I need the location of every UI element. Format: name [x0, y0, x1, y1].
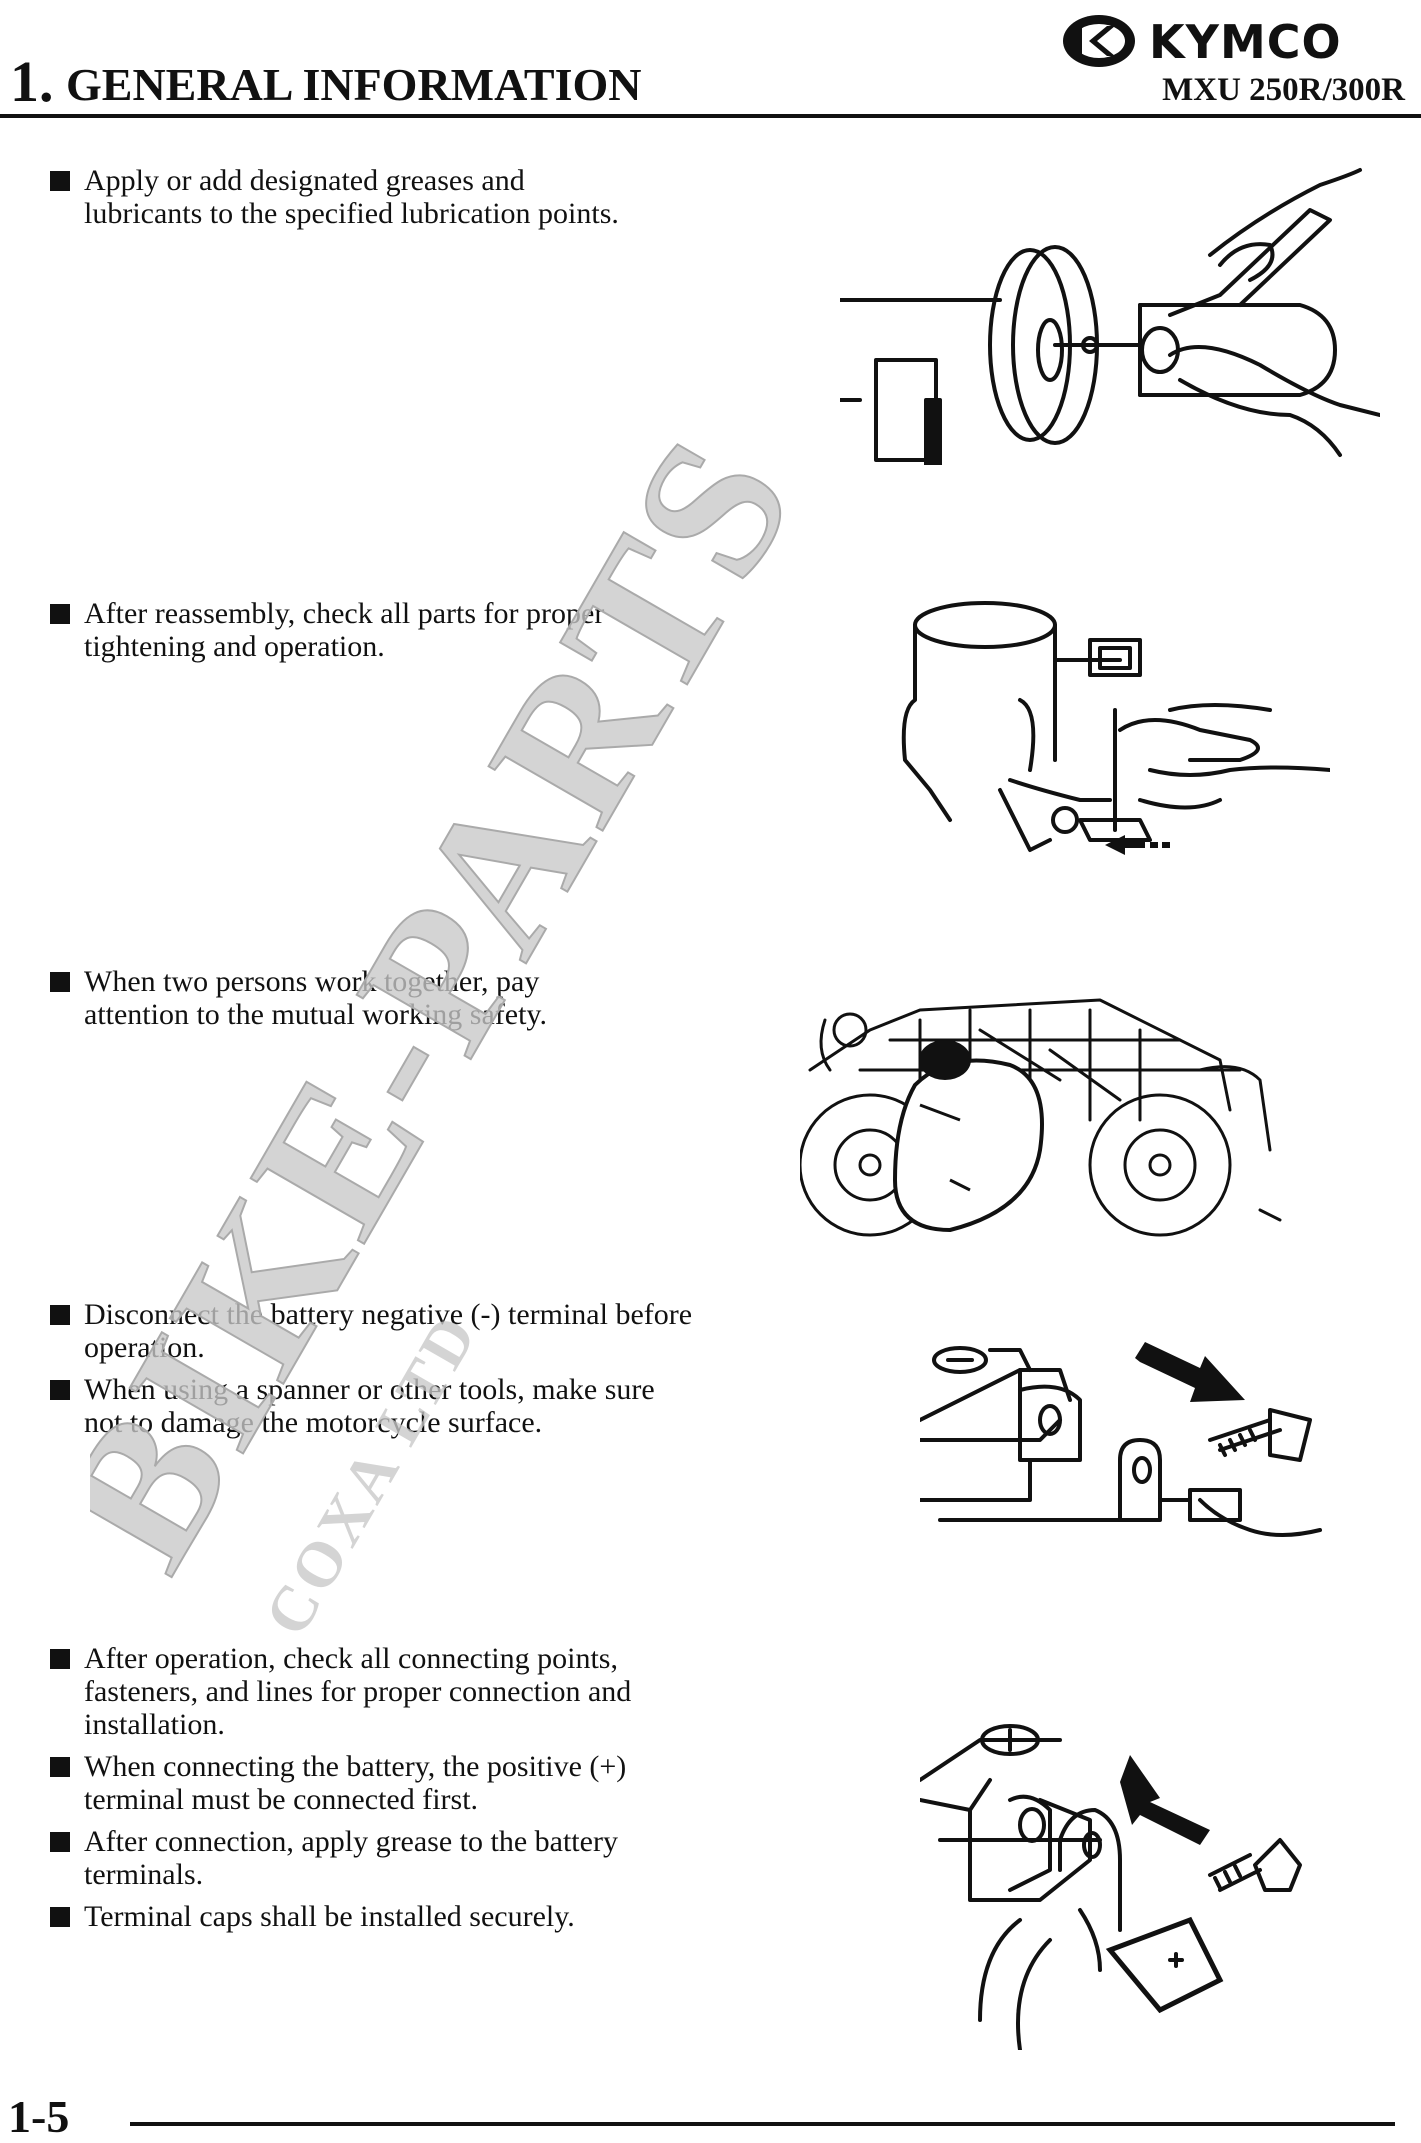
- header-rule: [0, 114, 1421, 118]
- list-item-text: After operation, check all connecting po…: [84, 1642, 632, 1741]
- square-bullet-icon: [50, 1757, 70, 1777]
- list-item-text: When two persons work together, pay atte…: [84, 965, 547, 1031]
- list-item-text: When using a spanner or other tools, mak…: [84, 1373, 655, 1439]
- two-persons-atv-illustration: [800, 998, 1282, 1237]
- chapter-title: GENERAL INFORMATION: [66, 59, 642, 110]
- list-item: Terminal caps shall be installed securel…: [50, 1900, 700, 1933]
- section-reassembly: After reassembly, check all parts for pr…: [50, 597, 700, 672]
- square-bullet-icon: [50, 171, 70, 191]
- list-item: After reassembly, check all parts for pr…: [50, 597, 700, 663]
- list-item: Disconnect the battery negative (-) term…: [50, 1298, 700, 1364]
- grease-application-illustration: [840, 168, 1380, 465]
- square-bullet-icon: [50, 1305, 70, 1325]
- list-item: Apply or add designated greases and lubr…: [50, 164, 700, 230]
- list-item: When using a spanner or other tools, mak…: [50, 1373, 700, 1439]
- list-item-text: Apply or add designated greases and lubr…: [84, 164, 619, 230]
- list-item: After operation, check all connecting po…: [50, 1642, 700, 1741]
- list-item-text: Terminal caps shall be installed securel…: [84, 1900, 575, 1933]
- square-bullet-icon: [50, 1907, 70, 1927]
- kymco-emblem-icon: [1063, 15, 1135, 67]
- arrow-right-icon: [1135, 1342, 1245, 1402]
- section-after-operation: After operation, check all connecting po…: [50, 1642, 700, 1942]
- list-item-text: After connection, apply grease to the ba…: [84, 1825, 618, 1891]
- square-bullet-icon: [50, 604, 70, 624]
- reassembly-check-illustration: [901, 601, 1330, 855]
- kymco-logo: KYMCO: [1063, 15, 1342, 69]
- list-item-text: When connecting the battery, the positiv…: [84, 1750, 627, 1816]
- battery-negative-terminal-illustration: [920, 1342, 1322, 1537]
- battery-positive-terminal-illustration: [920, 1724, 1302, 2050]
- arrow-left-icon: [1105, 835, 1170, 855]
- square-bullet-icon: [50, 1380, 70, 1400]
- square-bullet-icon: [50, 1832, 70, 1852]
- page-number: 1-5: [8, 2091, 70, 2142]
- square-bullet-icon: [50, 972, 70, 992]
- brand-name: KYMCO: [1149, 15, 1342, 69]
- chapter-number: 1.: [10, 49, 54, 114]
- list-item-text: Disconnect the battery negative (-) term…: [84, 1298, 693, 1364]
- model-name: MXU 250R/300R: [1162, 72, 1405, 108]
- list-item-text: After reassembly, check all parts for pr…: [84, 597, 605, 663]
- footer-rule: [130, 2122, 1395, 2126]
- section-battery-disconnect: Disconnect the battery negative (-) term…: [50, 1298, 700, 1448]
- section-lubrication: Apply or add designated greases and lubr…: [50, 164, 700, 239]
- arrow-up-left-icon: [1120, 1755, 1210, 1845]
- list-item: When connecting the battery, the positiv…: [50, 1750, 700, 1816]
- list-item: After connection, apply grease to the ba…: [50, 1825, 700, 1891]
- square-bullet-icon: [50, 1649, 70, 1669]
- list-item: When two persons work together, pay atte…: [50, 965, 700, 1031]
- section-two-persons: When two persons work together, pay atte…: [50, 965, 700, 1040]
